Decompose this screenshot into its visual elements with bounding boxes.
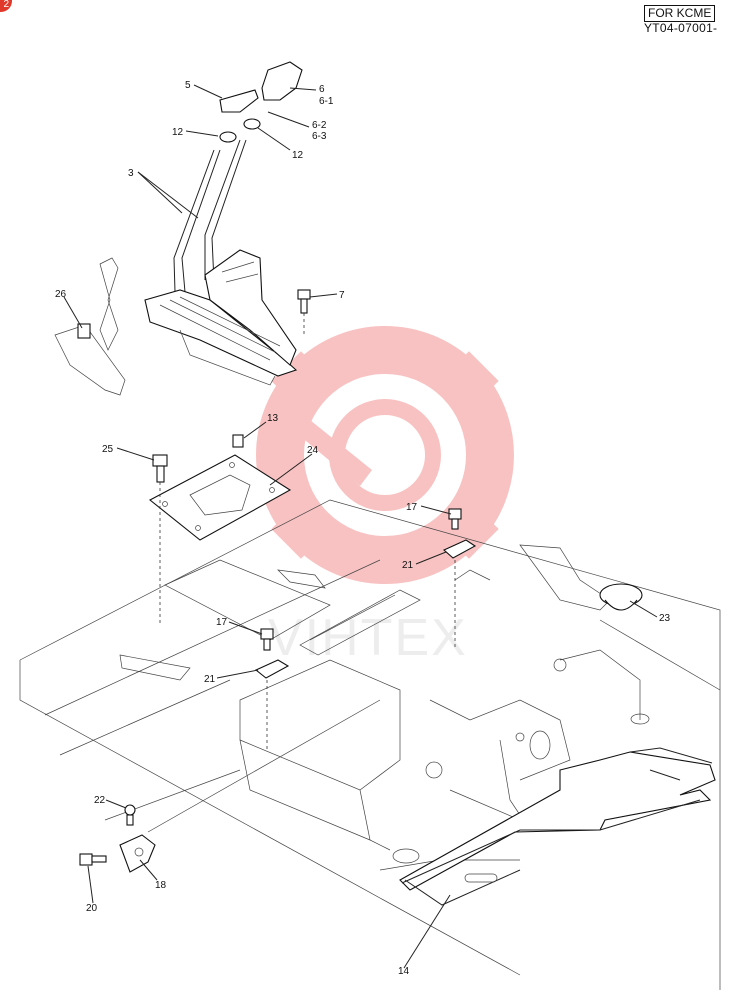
gasket-plate-part [149,454,292,541]
callout-6-2: 6-2 [312,120,327,131]
grip-left-part [219,89,259,113]
region-label: FOR KCME [644,5,716,22]
callout-17-lower: 17 [216,617,228,628]
callout-6: 6 [319,84,325,95]
document-code: YT04-07001- [644,21,718,35]
bolt-17-upper-part [448,508,462,650]
pin-22-part [124,804,136,826]
nut-right-part [243,118,261,130]
callout-12-right: 12 [292,150,304,161]
callout-6-3: 6-3 [312,131,327,142]
callout-7: 7 [339,290,345,301]
watermark-logo: VIHTEX [256,326,514,667]
leader-lines [63,84,658,969]
bracket-26-part [54,257,126,396]
bolt-7-part [297,289,311,334]
stopper-bracket-18-part [119,834,156,873]
cap-23-part [599,583,643,611]
callout-labels: 5 6 6-1 12 6-2 6-3 12 3 7 26 13 25 24 17… [55,80,671,977]
pedal-assembly [144,61,303,386]
callout-20: 20 [86,903,98,914]
nut-13-part [232,434,244,448]
callout-22: 22 [94,795,106,806]
callout-21-lower: 21 [204,674,216,685]
callout-12-left: 12 [172,127,184,138]
bolt-20-part [79,853,107,866]
floor-mat-part [399,747,716,906]
callout-6-1: 6-1 [319,96,334,107]
callout-5: 5 [185,80,191,91]
callout-21-upper: 21 [402,560,414,571]
callout-26: 26 [55,289,67,300]
guide-line [147,699,381,833]
watermark-gear-icon [256,326,514,584]
callout-14: 14 [398,966,410,977]
bolt-17-lower-part [260,628,274,750]
bolt-25-part [152,454,168,625]
nut-left-part [219,131,237,143]
callout-24: 24 [307,445,319,456]
grip-right-part [261,61,303,101]
clip-21-lower-part [254,659,290,679]
callout-13: 13 [267,413,279,424]
callout-17-upper: 17 [406,502,418,513]
watermark-text: VIHTEX [268,609,468,667]
callout-23: 23 [659,613,671,624]
callout-25: 25 [102,444,114,455]
floor-frame [19,499,721,990]
callout-3: 3 [128,168,134,179]
callout-18: 18 [155,880,167,891]
guide-line-2 [454,569,491,581]
clip-21-upper-part [443,539,477,559]
